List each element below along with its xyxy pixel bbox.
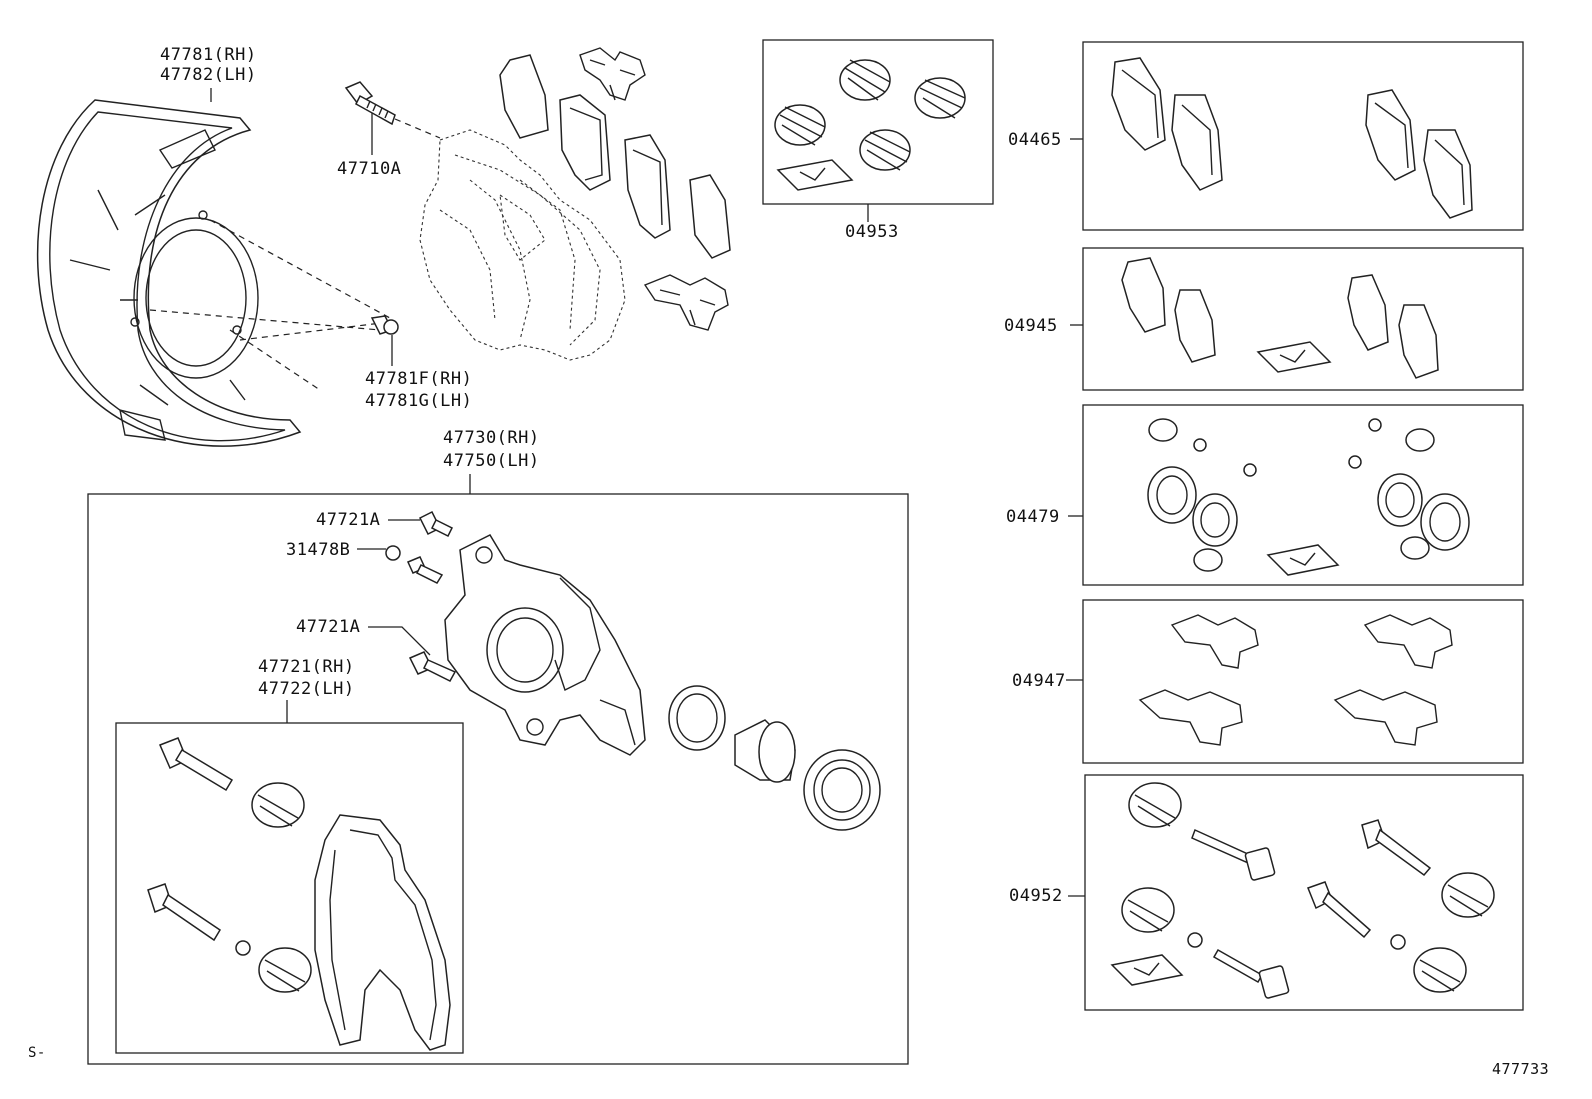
s-mark: S- bbox=[28, 1045, 46, 1061]
label-47750-lh: 47750(LH) bbox=[443, 451, 540, 471]
label-47721-rh: 47721(RH) bbox=[258, 657, 355, 677]
boot-icon bbox=[1121, 782, 1495, 993]
label-47781f-rh: 47781F(RH) bbox=[365, 369, 473, 389]
piston-icon bbox=[734, 719, 796, 783]
label-04947: 04947 bbox=[1012, 671, 1066, 691]
seal-icon bbox=[1147, 466, 1470, 551]
bolt-icon bbox=[385, 510, 457, 682]
boot-icon bbox=[1148, 418, 1435, 572]
anti-squeal-clip-icon bbox=[579, 47, 729, 331]
caliper-icon bbox=[444, 534, 646, 756]
label-31478b: 31478B bbox=[286, 540, 351, 560]
bolt-icon bbox=[370, 315, 399, 335]
seal-icon bbox=[668, 685, 726, 751]
grease-packet-icon bbox=[776, 159, 854, 191]
brake-pad-icon bbox=[1111, 57, 1473, 219]
brake-pad-icon bbox=[1121, 257, 1439, 379]
label-04465: 04465 bbox=[1008, 130, 1062, 150]
anti-squeal-clip-icon bbox=[1138, 614, 1453, 746]
label-47722-lh: 47722(LH) bbox=[258, 679, 355, 699]
label-47781g-lh: 47781G(LH) bbox=[365, 391, 473, 411]
label-47781-rh: 47781(RH) bbox=[160, 45, 257, 65]
label-47782-lh: 47782(LH) bbox=[160, 65, 257, 85]
label-47710a: 47710A bbox=[337, 159, 402, 179]
boot-icon bbox=[251, 782, 312, 993]
slide-pin-icon bbox=[1187, 819, 1432, 999]
brake-pad-icon bbox=[499, 54, 731, 259]
seal-icon bbox=[803, 749, 881, 831]
grease-packet-icon bbox=[1110, 954, 1184, 986]
label-47721a-mid: 47721A bbox=[296, 617, 361, 637]
figure-number: 477733 bbox=[1492, 1060, 1550, 1078]
label-04952: 04952 bbox=[1009, 886, 1063, 906]
label-04479: 04479 bbox=[1006, 507, 1060, 527]
dust-shield-icon bbox=[36, 99, 302, 447]
label-04953: 04953 bbox=[845, 222, 899, 242]
label-47721a-top: 47721A bbox=[316, 510, 381, 530]
grease-packet-icon bbox=[1256, 341, 1332, 373]
label-47730-rh: 47730(RH) bbox=[443, 428, 540, 448]
caliper-icon bbox=[419, 129, 626, 361]
grease-packet-icon bbox=[1266, 544, 1340, 576]
bolt-icon bbox=[344, 81, 396, 126]
mounting-bracket-icon bbox=[314, 814, 451, 1051]
slide-pin-icon bbox=[147, 737, 251, 956]
label-04945: 04945 bbox=[1004, 316, 1058, 336]
boot-icon bbox=[774, 59, 966, 171]
